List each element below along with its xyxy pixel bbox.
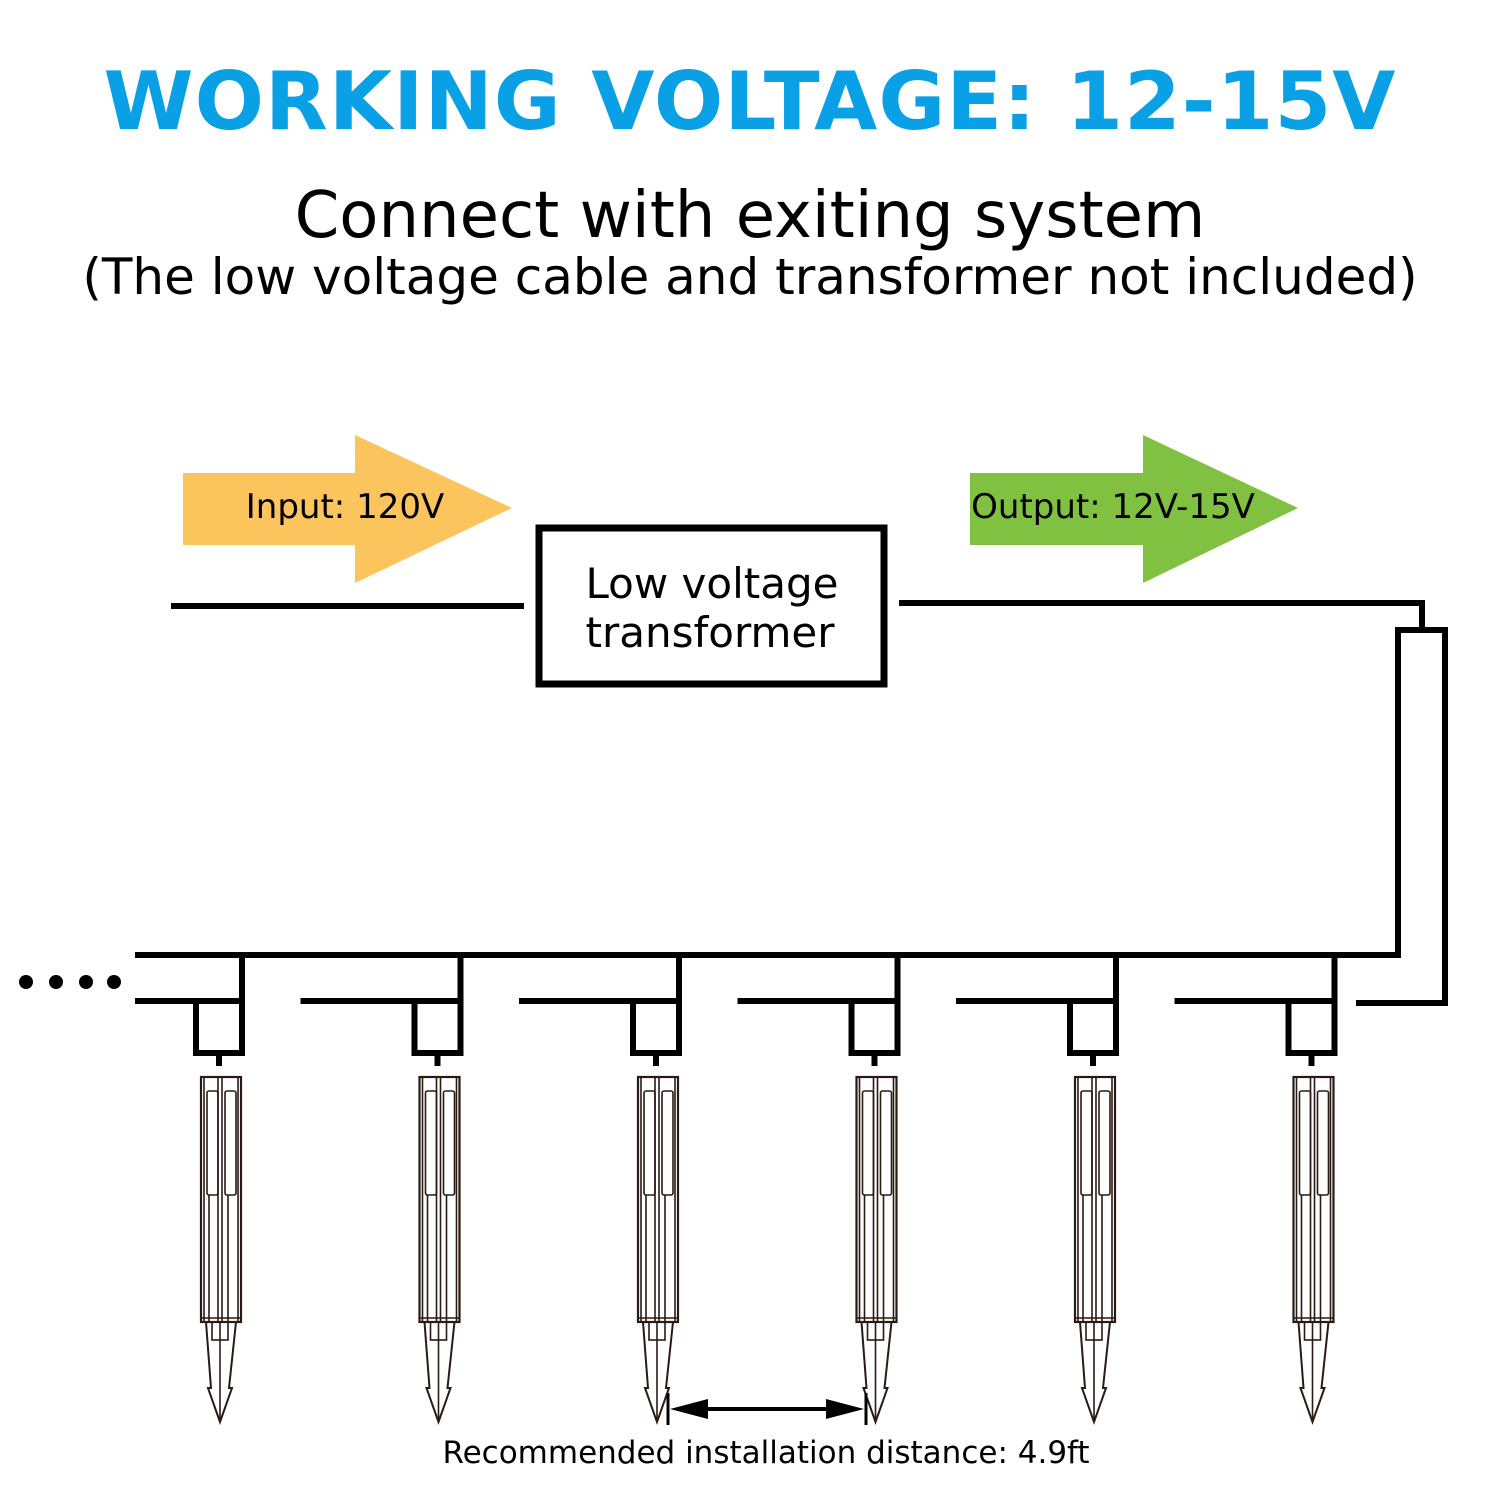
stake-spike [860,1321,893,1426]
main-cable-right-loop [1356,627,1448,1006]
lamp-window [1316,1090,1330,1196]
lamp-window [1298,1090,1312,1196]
output-arrow: Output: 12V-15V [970,435,1298,583]
stake-spike [423,1321,456,1426]
stake-light-icon [418,1075,461,1426]
dot [107,975,121,989]
input-arrow-label: Input: 120V [246,487,444,527]
lamp-assembly [956,955,1119,1426]
lamp-window [861,1090,875,1196]
distance-label: Recommended installation distance: 4.9ft [442,1435,1089,1471]
transformer-label-line2: transformer [585,608,835,657]
lamp-window [661,1090,674,1196]
input-arrow-shape [183,435,512,583]
transformer-box: Low voltage transformer [535,524,888,688]
lamp-window [1080,1090,1093,1196]
output-arrow-label: Output: 12V-15V [971,487,1255,527]
lamp-window [224,1090,237,1196]
stake-spike [1297,1321,1330,1426]
lamp-assembly [300,955,464,1426]
lamp-assembly [519,955,682,1426]
stake-spike [1078,1321,1112,1426]
not-included-note: (The low voltage cable and transformer n… [82,248,1418,306]
stake-spike [204,1321,238,1426]
dot [79,975,93,989]
dot [49,975,63,989]
stake-light-icon [1292,1075,1335,1426]
dimension-arrowhead-right [826,1399,864,1419]
lamp-assembly [1174,955,1338,1426]
lamp-window [879,1090,893,1196]
distance-dimension: Recommended installation distance: 4.9ft [442,1393,1090,1471]
stake-light-icon [199,1075,243,1426]
transformer-label-line1: Low voltage [586,559,839,608]
output-wire [899,600,1425,630]
lamp-window [442,1090,456,1196]
lamp-assembly [135,955,245,1426]
dimension-arrowhead-left [670,1399,708,1419]
stake-light-icon [636,1075,680,1426]
input-arrow: Input: 120V [183,435,512,583]
lamp-assembly [737,955,901,1426]
lamp-window [206,1090,219,1196]
lamp-window [1098,1090,1111,1196]
transformer-rect [535,524,888,688]
stake-light-icon [855,1075,898,1426]
continuation-dots [19,975,121,989]
lamp-window [643,1090,656,1196]
lamp-window [424,1090,438,1196]
stake-light-icon [1073,1075,1117,1426]
stake-spike [641,1321,675,1426]
lamps [135,955,1338,1426]
output-arrow-shape [970,435,1298,583]
subtitle: Connect with exiting system [294,179,1206,253]
page-title: WORKING VOLTAGE: 12-15V [103,55,1397,148]
dot [19,975,33,989]
